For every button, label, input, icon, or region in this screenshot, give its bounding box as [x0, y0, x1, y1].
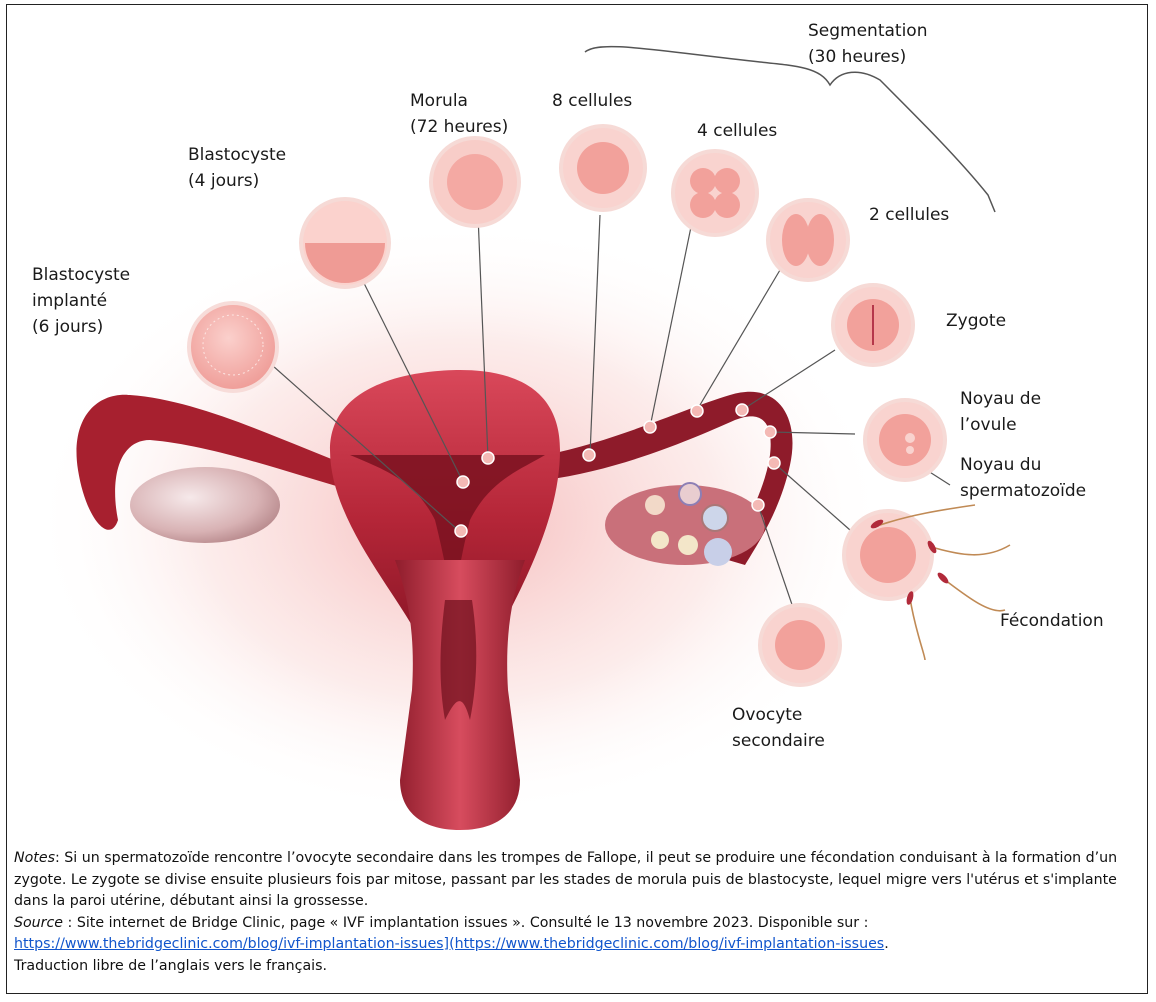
figure-notes: Notes: Si un spermatozoïde rencontre l’o…: [14, 848, 1144, 977]
follicle: [679, 483, 701, 505]
source-label: Source: [14, 915, 63, 931]
cell-pronuclei: [865, 400, 945, 480]
follicle: [645, 495, 665, 515]
translation-note: Traduction libre de l’anglais vers le fr…: [14, 956, 1144, 978]
label-sperm-nucleus: Noyau du spermatozoïde: [960, 452, 1086, 504]
cell-secondary-oocyte: [760, 605, 840, 685]
follicle: [678, 535, 698, 555]
label-morula: Morula (72 heures): [410, 88, 508, 140]
cell-4-cells: [673, 151, 757, 235]
cell-8-cells: [561, 126, 645, 210]
label-fertilization: Fécondation: [1000, 608, 1104, 634]
label-egg-nucleus: Noyau de l’ovule: [960, 386, 1041, 438]
label-zygote: Zygote: [946, 308, 1006, 334]
cell-2-cells: [768, 200, 848, 280]
follicle: [651, 531, 669, 549]
cell-fertilization: [844, 505, 1010, 660]
link-paragraph: https://www.thebridgeclinic.com/blog/ivf…: [14, 934, 1144, 956]
cell-zygote: [833, 285, 913, 365]
left-ovary: [130, 467, 280, 543]
source-paragraph: Source : Site internet de Bridge Clinic,…: [14, 913, 1144, 935]
source-link[interactable]: https://www.thebridgeclinic.com/blog/ivf…: [14, 936, 884, 952]
label-4-cells: 4 cellules: [697, 118, 777, 144]
notes-label: Notes: [14, 850, 55, 866]
follicle: [702, 505, 728, 531]
link-suffix: .: [884, 936, 889, 952]
cell-morula: [431, 138, 519, 226]
label-blastocyst: Blastocyste (4 jours): [188, 142, 286, 194]
label-8-cells: 8 cellules: [552, 88, 632, 114]
notes-text: : Si un spermatozoïde rencontre l’ovocyt…: [14, 850, 1117, 909]
cell-implanted-blastocyst: [189, 303, 277, 391]
notes-paragraph: Notes: Si un spermatozoïde rencontre l’o…: [14, 848, 1144, 913]
follicle: [704, 538, 732, 566]
label-segmentation: Segmentation (30 heures): [808, 18, 927, 70]
label-secondary-oocyte: Ovocyte secondaire: [732, 702, 825, 754]
cell-blastocyst: [301, 199, 389, 287]
source-text: : Site internet de Bridge Clinic, page «…: [63, 915, 868, 931]
label-implanted-blastocyst: Blastocyste implanté (6 jours): [32, 262, 130, 340]
segmentation-brace: [585, 47, 995, 212]
label-2-cells: 2 cellules: [869, 202, 949, 228]
